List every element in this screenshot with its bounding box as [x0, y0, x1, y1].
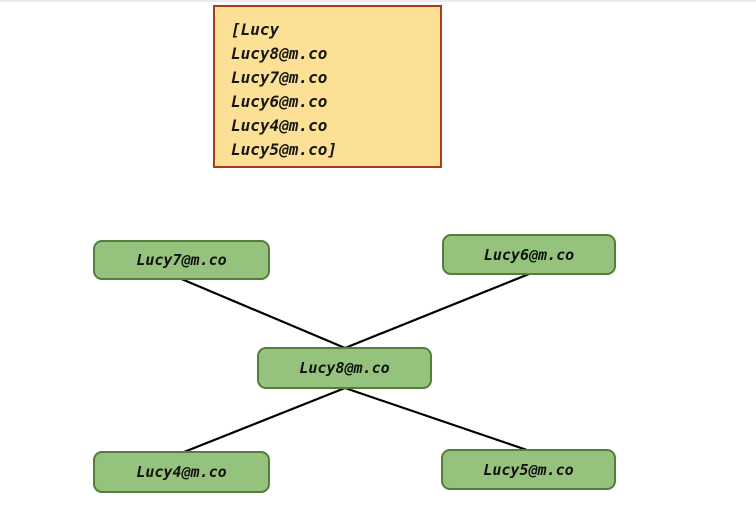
node-lucy4[interactable]: Lucy4@m.co [93, 451, 270, 493]
node-lucy5[interactable]: Lucy5@m.co [441, 449, 616, 490]
edge-lucy8-lucy4[interactable] [183, 386, 346, 454]
edge-lucy8-lucy5[interactable] [344, 386, 528, 452]
edge-lucy7-lucy8[interactable] [181, 277, 346, 350]
node-lucy6[interactable]: Lucy6@m.co [442, 234, 616, 275]
annotation-line: Lucy8@m.co [231, 44, 328, 63]
node-lucy7[interactable]: Lucy7@m.co [93, 240, 270, 280]
node-lucy8[interactable]: Lucy8@m.co [257, 347, 432, 389]
node-label: Lucy5@m.co [483, 460, 574, 479]
edge-lucy6-lucy8[interactable] [344, 272, 530, 350]
annotation-line: Lucy7@m.co [231, 68, 328, 87]
node-label: Lucy6@m.co [483, 245, 575, 264]
annotation-text-box[interactable]: [Lucy Lucy8@m.co Lucy7@m.co Lucy6@m.co L… [213, 5, 442, 168]
node-label: Lucy4@m.co [136, 463, 227, 481]
annotation-line: Lucy4@m.co [231, 116, 328, 135]
annotation-line: [Lucy [231, 20, 280, 39]
annotation-line: Lucy6@m.co [231, 92, 328, 111]
annotation-line: Lucy5@m.co] [231, 140, 337, 159]
node-label: Lucy8@m.co [299, 359, 390, 377]
node-label: Lucy7@m.co [136, 251, 227, 269]
